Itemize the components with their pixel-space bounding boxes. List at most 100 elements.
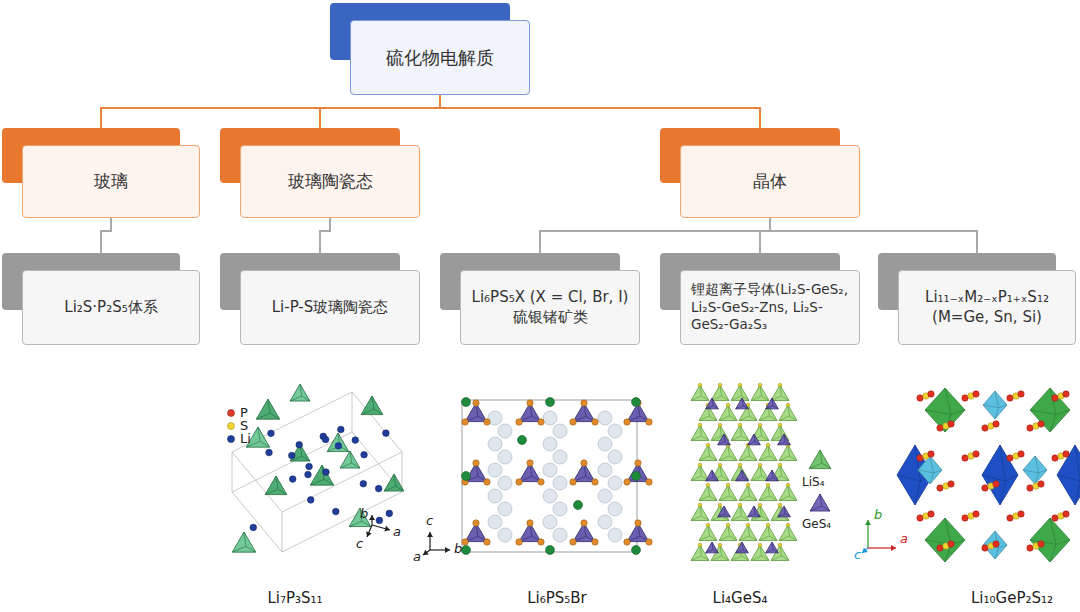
atom	[738, 463, 742, 467]
tetrahedron	[691, 505, 709, 521]
atom	[386, 510, 393, 517]
atom	[376, 517, 383, 524]
atom	[766, 443, 770, 447]
atom	[635, 460, 641, 466]
atom	[322, 436, 329, 443]
figure-label: c	[854, 548, 861, 562]
tetrahedron-edge	[232, 532, 255, 552]
tetrahedron-edge	[779, 525, 797, 541]
atom	[592, 419, 598, 425]
li-density	[543, 489, 557, 503]
box-text: Li₆PS₅X (X = Cl, Br, I)硫银锗矿类	[471, 288, 629, 327]
tetrahedron	[232, 532, 255, 552]
tetrahedron-edge	[327, 433, 349, 452]
li-density	[608, 528, 622, 542]
atom	[538, 419, 544, 425]
axis-head	[865, 520, 871, 525]
tetrahedron-edge	[739, 525, 757, 541]
octahedron	[983, 391, 1007, 419]
li-density	[498, 476, 512, 490]
atom	[758, 423, 762, 427]
atom	[973, 511, 979, 517]
atom	[928, 391, 934, 397]
atom	[632, 398, 641, 407]
li-density	[553, 424, 567, 438]
tetrahedron	[691, 385, 709, 401]
tetrahedron	[256, 399, 279, 419]
atom	[993, 541, 999, 547]
li-density	[553, 450, 567, 464]
atom	[746, 523, 750, 527]
tetrahedron	[691, 465, 709, 481]
atom	[462, 472, 471, 481]
atom	[698, 463, 702, 467]
atom	[228, 423, 235, 430]
tetrahedron	[739, 525, 757, 541]
li-density	[498, 450, 512, 464]
atom	[758, 463, 762, 467]
atom	[937, 545, 943, 551]
atom	[766, 483, 770, 487]
atom	[250, 524, 257, 531]
atom	[1063, 511, 1069, 517]
atom	[1038, 481, 1044, 487]
tetrahedron-edge	[340, 451, 360, 468]
atom	[473, 520, 479, 526]
box-text: 锂超离子导体(Li₂S-GeS₂, Li₂S-GeS₂-Zns, Li₂S-Ge…	[691, 281, 849, 334]
atom	[758, 383, 762, 387]
atom	[581, 460, 587, 466]
octahedron	[1057, 445, 1080, 505]
atom	[570, 419, 576, 425]
axis-arrow	[862, 548, 868, 553]
figure-label: c	[426, 514, 433, 528]
li-density	[598, 463, 612, 477]
atom	[307, 497, 314, 504]
li-density	[543, 437, 557, 451]
atom	[305, 471, 312, 478]
tetrahedron-edge	[731, 385, 749, 401]
tetrahedron	[706, 398, 719, 409]
atom	[778, 503, 782, 507]
octahedron-edge	[1057, 445, 1080, 505]
tetrahedron	[340, 451, 360, 468]
figure-label: GeS₄	[802, 518, 831, 531]
category-box: 晶体	[680, 145, 860, 218]
atom	[758, 503, 762, 507]
atom	[527, 520, 533, 526]
atom	[592, 539, 598, 545]
atom	[758, 543, 762, 547]
axis-head	[445, 547, 450, 553]
li4ges4-structure	[691, 383, 831, 560]
atom	[632, 546, 641, 555]
atom	[726, 483, 730, 487]
tetrahedron-edge	[748, 434, 761, 445]
tetrahedron	[748, 506, 761, 517]
atom	[1027, 485, 1033, 491]
tetrahedron	[779, 405, 797, 421]
octahedron	[925, 388, 965, 432]
figure-label: a	[413, 550, 421, 564]
category-box: 玻璃陶瓷态	[240, 145, 420, 218]
atom	[516, 419, 522, 425]
category-box: 锂超离子导体(Li₂S-GeS₂, Li₂S-GeS₂-Zns, Li₂S-Ge…	[680, 270, 860, 345]
box-text: Li₁₁₋ₓM₂₋ₓP₁₊ₓS₁₂ (M=Ge, Sn, Si)	[909, 288, 1065, 327]
atom	[786, 403, 790, 407]
box-text: 晶体	[691, 170, 849, 192]
tetrahedron-edge	[779, 445, 797, 461]
tetrahedron-edge	[719, 485, 737, 501]
atom	[706, 483, 710, 487]
tetrahedron	[766, 470, 779, 481]
atom	[698, 503, 702, 507]
li-density	[498, 424, 512, 438]
tetrahedron-edge	[736, 470, 749, 481]
atom	[592, 479, 598, 485]
li-density	[488, 463, 502, 477]
tetrahedron	[718, 434, 731, 445]
tetrahedron-edge	[699, 525, 717, 541]
tetrahedron	[810, 494, 830, 511]
atom	[516, 539, 522, 545]
atom	[361, 451, 368, 458]
octahedron-edge	[983, 391, 1007, 419]
li-density	[608, 450, 622, 464]
atom	[546, 546, 555, 555]
